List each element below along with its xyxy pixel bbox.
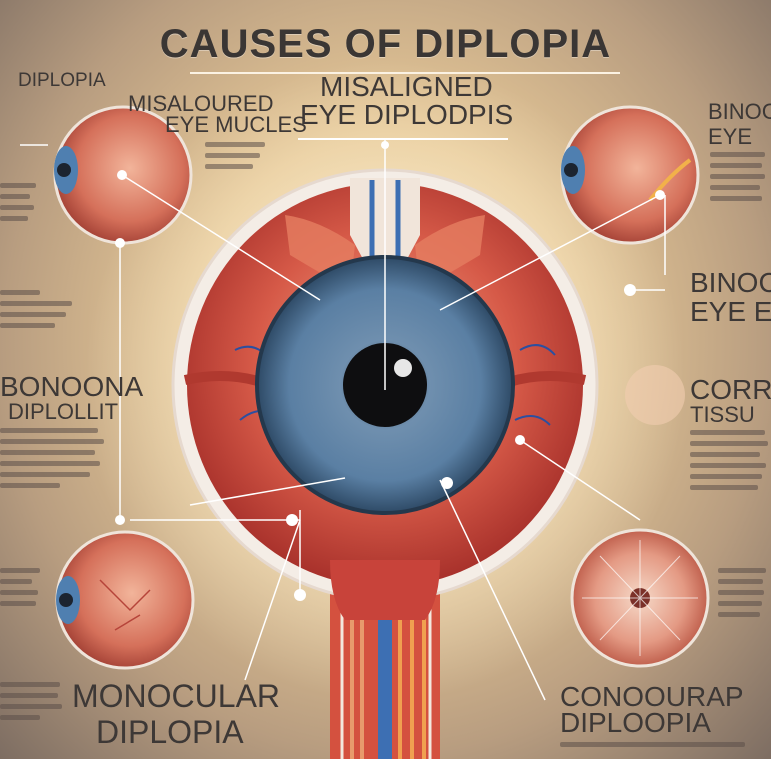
center-pointer-dot (381, 141, 389, 149)
smudged-text-left-upper (0, 183, 36, 221)
label-binoc-top-eye: EYE (708, 124, 753, 149)
label-diplopia-corner: DIPLOPIA (18, 70, 106, 91)
label-bonoona: BONOONA (0, 371, 144, 402)
callout-lines (20, 144, 666, 701)
smudged-text-binoc-top (710, 152, 765, 201)
eyeball-mid-right-faint (625, 365, 685, 425)
eyeball-bottom-right (570, 528, 710, 668)
smudged-text-misaloured (205, 142, 265, 169)
smudged-text-corro (690, 430, 768, 490)
label-conoourap: CONOOURAP (560, 681, 744, 712)
smudged-text-left-bottom (0, 682, 62, 720)
label-eye-diplodpis: EYE DIPLODPIS (300, 99, 514, 130)
label-monocular: MONOCULAR (72, 678, 281, 714)
label-tissu: TISSU (690, 402, 755, 427)
smudged-text-bonoona (0, 428, 104, 488)
smudged-text-left-middle (0, 290, 72, 328)
misaligned-underline (298, 138, 508, 140)
label-eye-mucles: EYE MUCLES (165, 112, 307, 137)
eyeball-top-right (560, 105, 700, 245)
smudged-text-left-lower (0, 568, 40, 606)
label-corro: CORRO (690, 374, 771, 405)
label-diplopia-monocular: DIPLOPIA (96, 714, 244, 750)
pupil-highlight (394, 359, 412, 377)
label-misaloured: MISALOURED (128, 91, 274, 116)
label-misaligned: MISALIGNED (320, 71, 493, 102)
eyeball-bottom-left (55, 530, 195, 670)
label-binoc-mid: BINOC (690, 267, 771, 298)
label-binoc-mid-eye: EYE ES (690, 296, 771, 327)
label-binoc-top: BINOC (708, 99, 771, 124)
label-diplollit: DIPLOLLIT (8, 399, 119, 424)
smudged-text-right-lower (718, 568, 766, 617)
smudged-text-conoourap (560, 742, 745, 747)
callout-dots (115, 170, 665, 601)
label-diploopia: DIPLOOPIA (560, 707, 711, 738)
diagram-title: CAUSES OF DIPLOPIA (159, 22, 612, 66)
